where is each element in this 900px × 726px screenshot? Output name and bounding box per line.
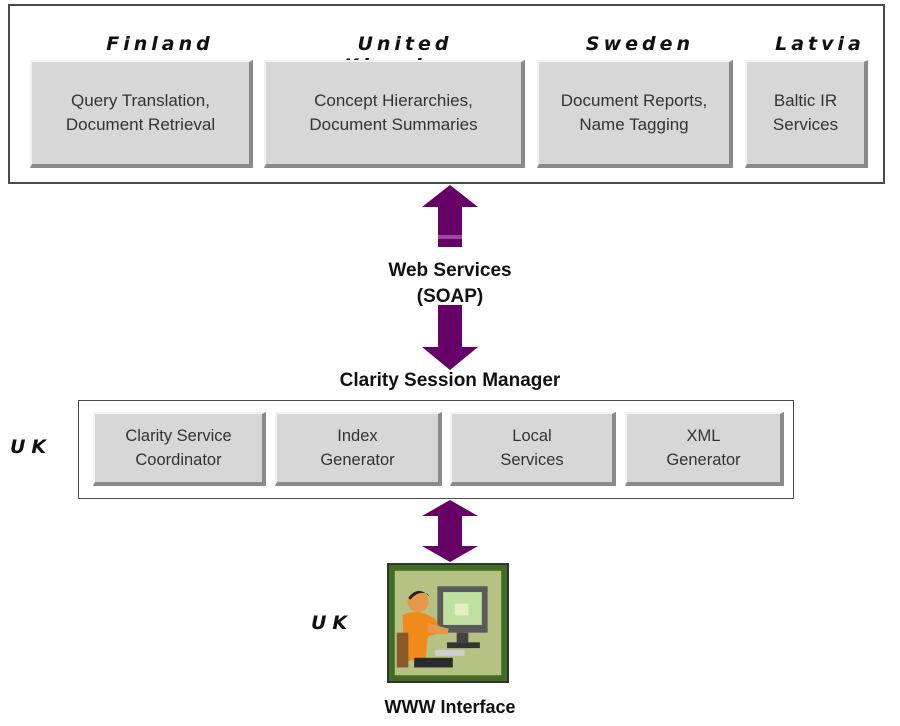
user-at-computer-icon <box>387 563 509 683</box>
component-box-service-coordinator: Clarity Service Coordinator <box>93 412 266 486</box>
uk-tag-session-manager: UK <box>10 436 53 458</box>
uk-tag-interface: UK <box>311 612 354 634</box>
country-label-latvia: Latvia <box>775 33 865 55</box>
service-box-baltic-ir: Baltic IR Services <box>745 60 868 168</box>
session-manager-label: Clarity Session Manager <box>339 370 561 391</box>
service-box-document-reports: Document Reports, Name Tagging <box>537 60 733 168</box>
interface-connection-arrow <box>422 500 478 562</box>
web-services-label: Web Services (SOAP) <box>388 260 512 307</box>
country-label-sweden: Sweden <box>585 33 695 55</box>
component-box-local-services: Local Services <box>450 412 616 486</box>
component-box-xml-generator: XML Generator <box>625 412 784 486</box>
service-box-query-translation: Query Translation, Document Retrieval <box>30 60 253 168</box>
www-interface-label: WWW Interface <box>384 697 516 717</box>
soap-connection-arrow <box>422 185 478 370</box>
component-box-index-generator: Index Generator <box>275 412 442 486</box>
country-label-finland: Finland <box>106 33 214 55</box>
service-box-concept-hierarchies: Concept Hierarchies, Document Summaries <box>264 60 525 168</box>
